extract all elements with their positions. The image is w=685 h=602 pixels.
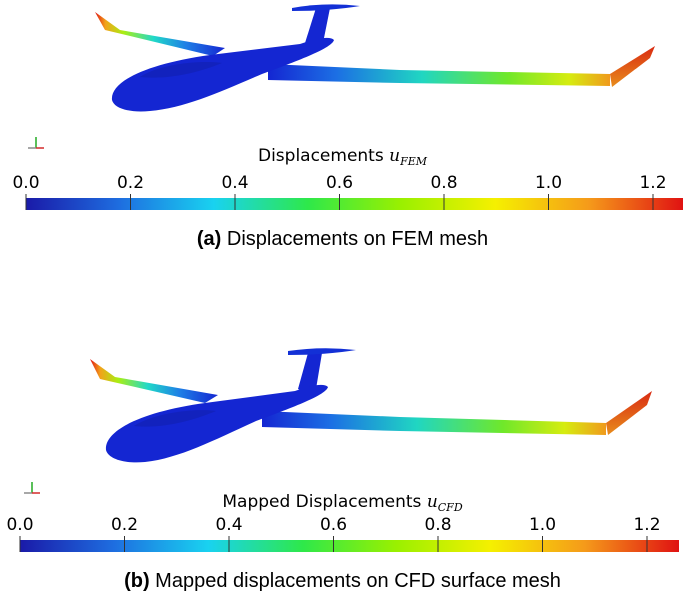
- caption: (a) Displacements on FEM mesh: [196, 228, 489, 250]
- colorbar-tick-label: 0.4: [221, 173, 248, 193]
- colorbar-tick-label: 0.8: [430, 173, 457, 193]
- colorbar-tick-label: 0.0: [6, 515, 33, 535]
- aircraft-render-cfd: [0, 345, 685, 475]
- colorbar-tick-label: 0.8: [424, 515, 451, 535]
- colorbar-tick-label: 1.2: [633, 515, 660, 535]
- aircraft-render-fem: [0, 0, 685, 130]
- colorbar-tick-label: 0.6: [326, 173, 353, 193]
- colorbar-tick-label: 1.0: [529, 515, 556, 535]
- colorbar-tick-label: 0.2: [117, 173, 144, 193]
- colorbar-tick-label: 0.0: [12, 173, 39, 193]
- colorbar-tick-label: 0.4: [215, 515, 242, 535]
- caption: (b) Mapped displacements on CFD surface …: [124, 570, 561, 592]
- colorbar-gradient: [20, 540, 679, 552]
- colorbar: 0.0 0.2 0.4 0.6 0.8 1.0 1.2: [12, 173, 683, 210]
- colorbar-tick-label: 1.0: [535, 173, 562, 193]
- colorbar-gradient: [26, 198, 683, 210]
- colorbar-title: Mapped Displacements uCFD: [222, 492, 463, 514]
- axes-orientation-icon: [28, 137, 44, 149]
- colorbar-title: Displacements uFEM: [257, 146, 428, 168]
- axes-orientation-icon: [24, 482, 40, 494]
- colorbar-tick-label: 0.6: [320, 515, 347, 535]
- colorbar-tick-label: 1.2: [639, 173, 666, 193]
- colorbar-tick-label: 0.2: [111, 515, 138, 535]
- colorbar: 0.0 0.2 0.4 0.6 0.8 1.0 1.2: [6, 515, 679, 552]
